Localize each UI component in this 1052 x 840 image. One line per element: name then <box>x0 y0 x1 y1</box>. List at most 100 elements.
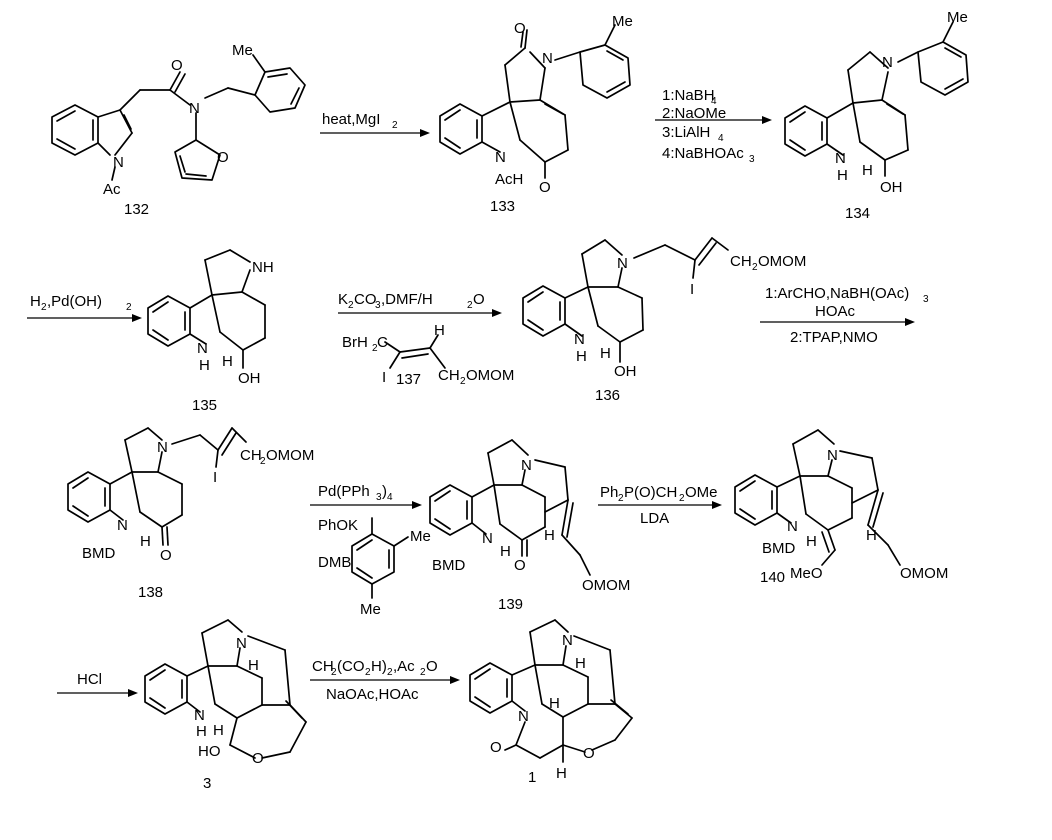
atom-n-1: N <box>562 632 573 649</box>
reagent-step-3-sub1: 2 <box>41 302 47 313</box>
atom-ac-132: Ac <box>103 181 121 198</box>
atom-h1-3: H <box>213 722 224 739</box>
atom-o2-133: O <box>539 179 551 196</box>
atom-i-136: I <box>690 281 694 298</box>
compound-label-138: 138 <box>138 584 163 601</box>
atom-nh-h-3: H <box>196 723 207 740</box>
arrow-step-8: HCl <box>57 671 138 697</box>
reagent-step-3-sub2: 2 <box>126 302 132 313</box>
structure-3: N N H H H HO O 3 <box>144 619 307 792</box>
reagent-step-6-1-sub2: 4 <box>387 492 393 503</box>
atom-o1-133: O <box>514 20 526 37</box>
atom-n-135: N <box>197 340 208 357</box>
atom-oh-135: OH <box>238 370 261 387</box>
reagent-step-9-2: NaOAc,HOAc <box>326 686 419 703</box>
arrow-step-6: Pd(PPh 3 ) 4 PhOK DMB Me Me <box>310 483 431 618</box>
atom-c-137: C <box>377 334 388 351</box>
atom-me-134: Me <box>947 9 968 26</box>
compound-label-135: 135 <box>192 397 217 414</box>
atom-h-137: H <box>434 322 445 339</box>
atom-omom-136: OMOM <box>758 253 806 270</box>
atom-o-138: O <box>160 547 172 564</box>
arrow-step-2: 1:NaBH 4 2:NaOMe 3:LiAlH 4 4:NaBHOAc 3 <box>655 87 772 165</box>
reagent-step-2-1-sub: 4 <box>711 96 717 107</box>
atom-h-138: H <box>140 533 151 550</box>
atom-h1-140: H <box>806 533 817 550</box>
atom-n2-140: N <box>787 518 798 535</box>
reagent-step-9-h: H) <box>371 658 387 675</box>
arrow-step-1: heat,MgI 2 <box>320 111 430 137</box>
reagent-step-9-ac: ,Ac <box>393 658 415 675</box>
arrow-step-5: 1:ArCHO,NaBH(OAc) 3 HOAc 2:TPAP,NMO <box>760 285 929 346</box>
structure-136: N I CH 2 OMOM N H H OH 136 <box>522 237 806 404</box>
compound-label-132: 132 <box>124 201 149 218</box>
compound-label-137: 137 <box>396 371 421 388</box>
atom-o-3: O <box>252 750 264 767</box>
reagent-step-5-1: 1:ArCHO,NaBH(OAc) <box>765 285 909 302</box>
reagent-step-5-3: 2:TPAP,NMO <box>790 329 878 346</box>
atom-ho-3: HO <box>198 743 221 760</box>
atom-brh-sub-137: 2 <box>372 343 378 354</box>
compound-label-1: 1 <box>528 769 536 786</box>
reagent-step-1-sub: 2 <box>392 120 398 131</box>
atom-h-135: H <box>222 353 233 370</box>
reagent-step-7-ph: Ph <box>600 484 618 501</box>
atom-n-136: N <box>617 255 628 272</box>
arrow-step-3: H 2 ,Pd(OH) 2 <box>27 293 142 322</box>
atom-ch2-136: CH <box>730 253 752 270</box>
atom-me-133: Me <box>612 13 633 30</box>
atom-n2-139: N <box>482 530 493 547</box>
reagent-step-4-sub2: 3 <box>375 300 381 311</box>
atom-ch2-138: CH <box>240 447 262 464</box>
reagent-step-9-co: (CO <box>337 658 365 675</box>
reagent-step-9-ch: CH <box>312 658 334 675</box>
atom-bmd-140: BMD <box>762 540 796 557</box>
structure-139: N N BMD H O H OMOM 139 <box>429 439 630 613</box>
reagent-step-6-1b: ) <box>382 483 387 500</box>
atom-nh-n-136: N <box>574 331 585 348</box>
atom-h-136: H <box>600 345 611 362</box>
atom-h3-1: H <box>556 765 567 782</box>
atom-oh-134: OH <box>880 179 903 196</box>
reagent-step-9-sub2: 2 <box>365 667 371 678</box>
atom-ch2-sub-138: 2 <box>260 456 266 467</box>
atom-omom-140: OMOM <box>900 565 948 582</box>
compound-label-136: 136 <box>595 387 620 404</box>
reagent-step-4-co: CO <box>354 291 377 308</box>
reagent-step-6-2: PhOK <box>318 517 358 534</box>
atom-n2-1: N <box>518 708 529 725</box>
reagent-step-2-4: 4:NaBHOAc <box>662 145 744 162</box>
atom-me-132: Me <box>232 42 253 59</box>
atom-n-133: N <box>542 50 553 67</box>
reagent-step-1: heat,MgI <box>322 111 380 128</box>
reagent-step-7-2: LDA <box>640 510 669 527</box>
arrow-step-9: CH 2 (CO 2 H) 2 ,Ac 2 O NaOAc,HOAc <box>310 658 460 703</box>
atom-h2-140: H <box>866 527 877 544</box>
reagent-step-3: H <box>30 293 41 310</box>
compound-label-140: 140 <box>760 569 785 586</box>
reagent-step-2-2: 2:NaOMe <box>662 105 726 122</box>
reagent-step-9-sub4: 2 <box>420 667 426 678</box>
reagent-step-4-sub1: 2 <box>348 300 354 311</box>
atom-nh-h-135: H <box>199 357 210 374</box>
reagent-step-9-sub1: 2 <box>331 667 337 678</box>
atom-ach-133: AcH <box>495 171 523 188</box>
atom-brh-137: BrH <box>342 334 368 351</box>
atom-h2-139: H <box>544 527 555 544</box>
atom-me2-dmb: Me <box>360 601 381 618</box>
atom-bmd-138: BMD <box>82 545 116 562</box>
reagent-step-3b: ,Pd(OH) <box>47 293 102 310</box>
atom-o-1: O <box>490 739 502 756</box>
reagent-step-7-ome: OMe <box>685 484 718 501</box>
atom-omom-137: OMOM <box>466 367 514 384</box>
atom-h-134: H <box>862 162 873 179</box>
arrow-step-4: K 2 CO 3 ,DMF/H 2 O BrH 2 C H I 137 CH 2… <box>338 291 514 388</box>
atom-n2-133: N <box>495 149 506 166</box>
atom-h2-1: H <box>575 655 586 672</box>
structure-135: NH N H H OH 135 <box>147 249 274 414</box>
atom-n2-132: N <box>189 100 200 117</box>
atom-o-132: O <box>171 57 183 74</box>
structure-132: N Ac O N O Me 132 <box>51 42 306 218</box>
atom-n-139: N <box>521 457 532 474</box>
